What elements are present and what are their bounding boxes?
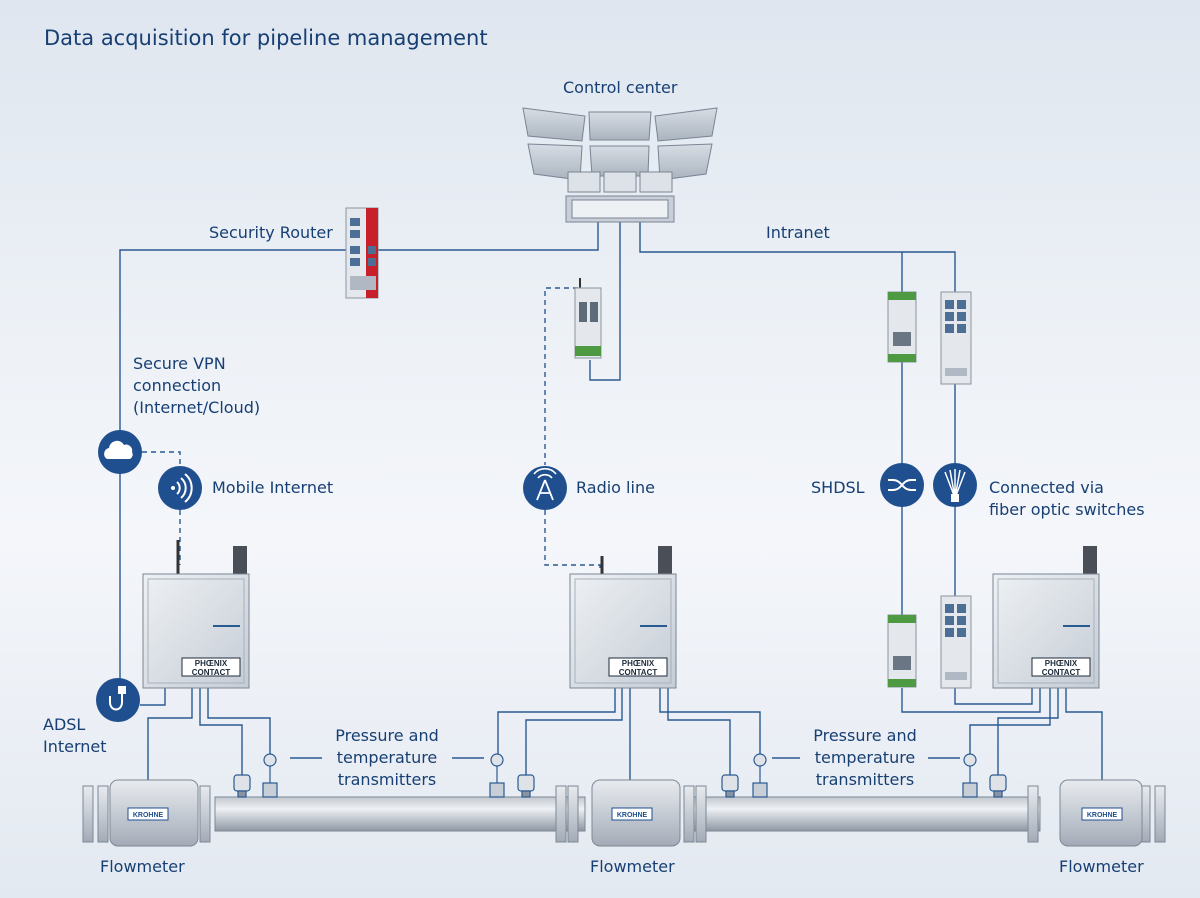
- connection-lines: [119, 222, 1103, 780]
- cabinet-mid-logo-1: PHŒNIX: [622, 659, 655, 668]
- pt-left-label-line2: temperature: [336, 748, 438, 767]
- transmitter-left-1: [233, 774, 251, 798]
- transmitter-mid-1: [489, 753, 505, 798]
- cabinet-right-pt1: [969, 688, 1051, 755]
- cloud-to-mobile-line: [142, 451, 181, 465]
- transmitter-right-2: [989, 774, 1007, 798]
- fiber-to-cabinet: [954, 688, 1033, 705]
- transmitter-mid-3: [721, 774, 739, 798]
- pt-right-label-line2: temperature: [814, 748, 916, 767]
- pipeline: [82, 785, 1166, 843]
- shdsl-modules-bottom: [887, 614, 917, 688]
- pt-left-label-line3: transmitters: [337, 770, 437, 789]
- flowmeter-left-device: KROHNE: [109, 779, 199, 847]
- radio-modules: [574, 278, 602, 359]
- diagram-title: Data acquisition for pipeline management: [44, 26, 488, 50]
- cabinet-right: PHŒNIX CONTACT: [992, 546, 1100, 689]
- flowmeter-left-label: Flowmeter: [100, 857, 185, 876]
- fiber-label-line1: Connected via: [989, 478, 1104, 497]
- transmitter-mid-2: [517, 774, 535, 798]
- flowmeter-mid-label: Flowmeter: [590, 857, 675, 876]
- mobile-internet-label: Mobile Internet: [212, 478, 334, 497]
- cabinet-mid-pt3: [659, 688, 761, 755]
- cabinet-mid-pt1: [497, 688, 616, 755]
- cabinet-left-pt2: [207, 688, 271, 755]
- mobile-signal-icon: [158, 466, 202, 510]
- flowmeter-right-logo: KROHNE: [1087, 812, 1118, 819]
- cabinet-left: PHŒNIX CONTACT: [142, 540, 250, 689]
- shdsl-label: SHDSL: [811, 478, 865, 497]
- wireless-links: [142, 287, 601, 570]
- transmitter-right-1: [962, 753, 978, 798]
- radio-module-line: [544, 287, 578, 465]
- control-center-label: Control center: [563, 78, 678, 97]
- radio-feed-line: [589, 222, 621, 381]
- cabinet-left-logo-2: CONTACT: [192, 668, 231, 677]
- radio-to-antenna-line: [544, 510, 601, 570]
- cabinet-right-logo-2: CONTACT: [1042, 668, 1081, 677]
- cabinet-mid-logo-2: CONTACT: [619, 668, 658, 677]
- flowmeter-mid-device: KROHNE: [591, 779, 681, 847]
- control-center-monitors: [522, 107, 718, 223]
- adsl-label-line1: ADSL: [43, 715, 86, 734]
- flowmeter-left-logo: KROHNE: [133, 812, 164, 819]
- intranet-label: Intranet: [766, 223, 830, 242]
- radio-line-label: Radio line: [576, 478, 655, 497]
- fiber-switch-top: [940, 291, 972, 385]
- flowmeter-right-label: Flowmeter: [1059, 857, 1144, 876]
- adsl-to-cabinet: [140, 688, 166, 706]
- cabinet-mid-pt4: [667, 688, 731, 775]
- fiber-switch-bottom: [940, 595, 972, 689]
- cabinet-right-logo-1: PHŒNIX: [1045, 659, 1078, 668]
- transmitter-mid-4: [752, 753, 768, 798]
- vpn-label-line2: connection: [133, 376, 222, 395]
- transmitters: [233, 753, 1007, 798]
- adsl-plug-icon: [96, 678, 140, 722]
- intranet-line: [639, 222, 956, 292]
- flowmeter-right-device: KROHNE: [1059, 779, 1143, 847]
- security-router-device: [345, 207, 379, 299]
- transmitter-left-2: [262, 753, 278, 798]
- fiber-optic-icon: [933, 463, 977, 507]
- fiber-label-line2: fiber optic switches: [989, 500, 1145, 519]
- cabinet-left-flow: [147, 688, 193, 780]
- shdsl-icon: [880, 463, 924, 507]
- flowmeter-mid-logo: KROHNE: [617, 812, 648, 819]
- cabinet-right-flow: [1065, 688, 1103, 780]
- adsl-label-line2: Internet: [43, 737, 107, 756]
- vpn-label-line3: (Internet/Cloud): [133, 398, 261, 417]
- cloud-icon: [98, 430, 142, 474]
- cabinet-left-pt1: [199, 688, 243, 775]
- cabinet-mid: PHŒNIX CONTACT: [569, 546, 677, 689]
- pt-left-label-line1: Pressure and: [335, 726, 439, 745]
- shdsl-to-cabinet: [901, 688, 1041, 713]
- pt-right-label-line3: transmitters: [815, 770, 915, 789]
- vpn-label-line1: Secure VPN: [133, 354, 226, 373]
- cabinet-left-logo-1: PHŒNIX: [195, 659, 228, 668]
- radio-tower-icon: [523, 466, 567, 510]
- shdsl-modules-top: [887, 291, 917, 363]
- security-router-label: Security Router: [209, 223, 333, 242]
- cabinet-right-pt2: [997, 688, 1059, 775]
- pt-right-label-line1: Pressure and: [813, 726, 917, 745]
- cabinet-mid-pt2: [525, 688, 623, 775]
